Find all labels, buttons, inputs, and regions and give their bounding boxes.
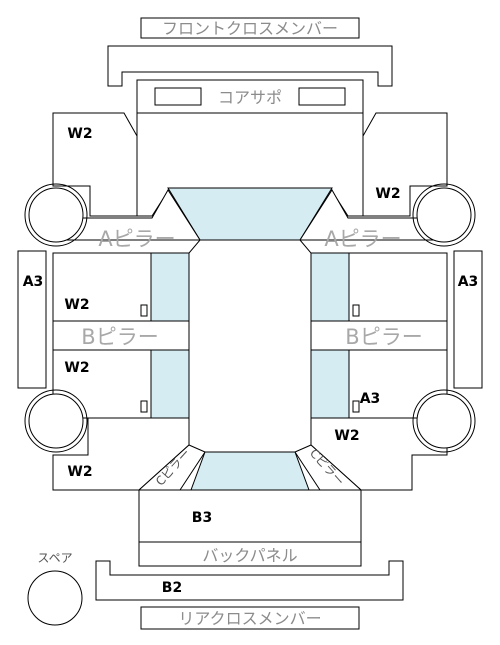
front-right-door-window[interactable] <box>310 252 350 322</box>
rear-right-quarter-grade: W2 <box>334 428 359 444</box>
front-right-wheel[interactable] <box>416 187 472 243</box>
back-panel-label: バックパネル <box>202 546 297 565</box>
left-rocker-grade: A3 <box>23 274 44 290</box>
rear-bumper-grade: B2 <box>162 580 182 596</box>
trunk-lid[interactable] <box>138 489 362 543</box>
front-bumper[interactable] <box>107 45 393 87</box>
left-rocker[interactable] <box>17 250 47 389</box>
rear-left-wheel[interactable] <box>28 393 84 449</box>
front-right-fender-grade: W2 <box>375 186 400 202</box>
front-left-fender-grade: W2 <box>67 126 92 142</box>
rear-right-wheel-rim <box>412 389 476 453</box>
rear-left-quarter-grade: W2 <box>67 464 92 480</box>
front-left-door-handle <box>140 304 148 317</box>
right-rocker[interactable] <box>453 250 483 389</box>
front-left-door-window[interactable] <box>150 252 190 322</box>
front-cross-member-box[interactable] <box>140 17 360 39</box>
b-pillar-left[interactable] <box>52 320 190 351</box>
rear-right-wheel[interactable] <box>416 393 472 449</box>
front-left-door-grade: W2 <box>64 297 89 313</box>
rear-left-door-handle <box>140 400 148 413</box>
right-rocker-grade: A3 <box>458 274 479 290</box>
core-support-right-slot <box>298 87 346 106</box>
rear-bumper[interactable] <box>95 560 404 601</box>
roof[interactable] <box>188 239 312 453</box>
front-cross-member-label: フロントクロスメンバー <box>162 19 338 38</box>
front-right-wheel-rim <box>412 183 476 247</box>
rear-left-door-window[interactable] <box>150 349 190 419</box>
a-pillar-right-label: Aピラー <box>324 227 401 251</box>
spare-label: スペア <box>37 551 72 565</box>
front-right-fender[interactable] <box>362 112 448 217</box>
b-pillar-right-label: Bピラー <box>345 325 422 349</box>
rear-window[interactable] <box>190 451 310 491</box>
rear-right-door-window[interactable] <box>310 349 350 419</box>
rear-left-door-grade: W2 <box>64 360 89 376</box>
core-support-label: コアサポ <box>218 88 282 107</box>
rear-cross-member-box[interactable] <box>140 606 360 630</box>
front-left-wheel-rim <box>24 183 88 247</box>
rear-right-door-grade: A3 <box>360 391 381 407</box>
core-support-left-slot <box>154 87 202 106</box>
rear-cross-member-label: リアクロスメンバー <box>178 609 321 628</box>
rear-left-wheel-rim <box>24 389 88 453</box>
front-right-door-handle <box>352 304 360 317</box>
back-panel[interactable] <box>138 541 362 567</box>
rear-right-door-handle <box>352 400 360 413</box>
front-left-wheel[interactable] <box>28 187 84 243</box>
a-pillar-left-label: Aピラー <box>98 227 175 251</box>
spare-tire[interactable] <box>27 570 83 626</box>
rear-left-quarter[interactable] <box>52 417 190 491</box>
b-pillar-left-label: Bピラー <box>81 325 158 349</box>
trunk-grade: B3 <box>192 510 212 526</box>
front-left-fender[interactable] <box>52 112 138 217</box>
